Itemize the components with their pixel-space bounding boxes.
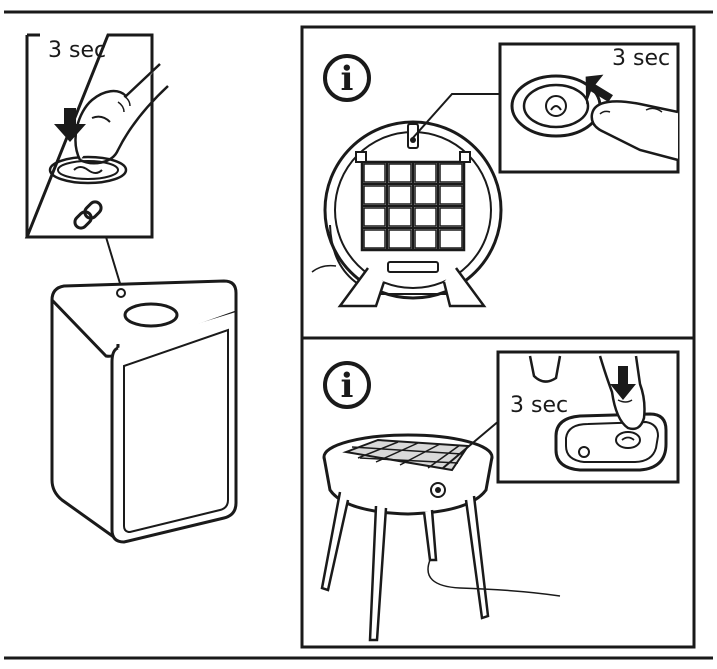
push-arrow-icon (585, 74, 613, 105)
speaker-pairing-hole (116, 288, 126, 298)
left-button-illustration (48, 63, 169, 185)
speaker-top-button (123, 302, 179, 328)
table-air-purifier (320, 433, 561, 642)
top-inset-button (510, 74, 602, 138)
panel-top: i (311, 42, 680, 308)
top-leader-line (410, 93, 500, 141)
bottom-leader-line (442, 419, 501, 469)
speaker-box (50, 279, 238, 544)
svg-text:i: i (341, 59, 354, 99)
left-leader-line (105, 236, 123, 291)
info-icon: i (323, 361, 371, 409)
bottom-inset-button (554, 412, 668, 472)
svg-text:i: i (341, 366, 354, 406)
link-icon (73, 200, 103, 230)
speaker-section: 3 sec (24, 33, 238, 544)
info-icon: i (323, 54, 371, 102)
round-air-purifier (311, 120, 503, 308)
left-duration-label: 3 sec (48, 38, 106, 63)
left-callout-frame (24, 33, 154, 239)
bottom-duration-label: 3 sec (510, 393, 568, 418)
press-arrow-icon (610, 366, 636, 400)
press-arrow-icon (54, 108, 86, 142)
panel-bottom: i (320, 350, 680, 642)
top-duration-label: 3 sec (612, 46, 670, 71)
